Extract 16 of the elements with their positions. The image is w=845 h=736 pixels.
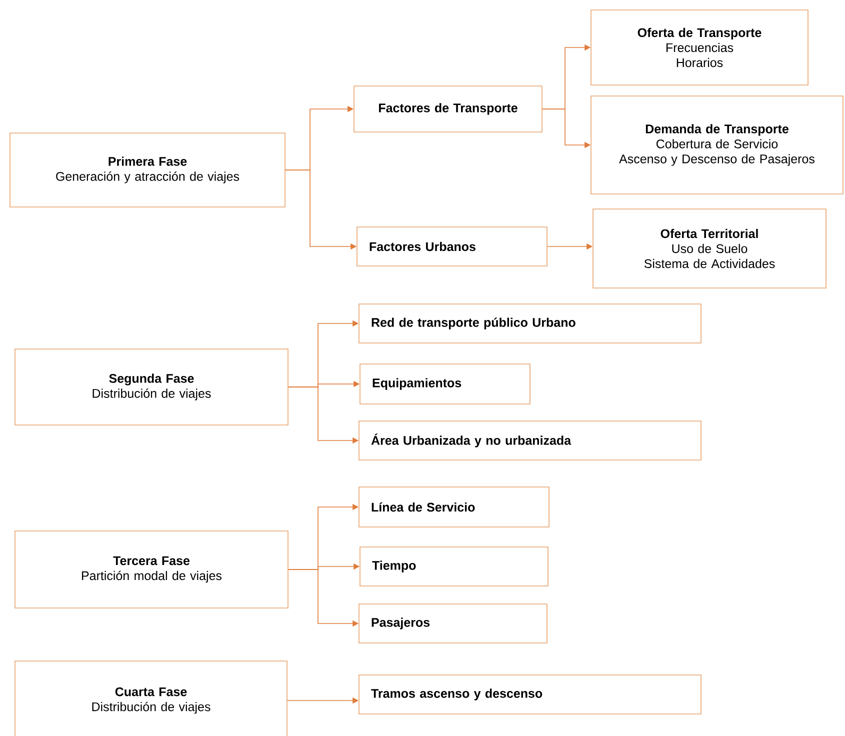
process-box: Área Urbanizada y no urbanizada bbox=[358, 420, 702, 460]
process-box: Tiempo bbox=[360, 546, 548, 586]
process-box: Factores Urbanos bbox=[356, 226, 548, 266]
process-box: Tramos ascenso y descenso bbox=[358, 674, 702, 714]
process-box: Red de transporte público Urbano bbox=[358, 304, 702, 344]
process-box: Demanda de Transporte Cobertura de Servicio Ascenso y Descenso de Pasajeros bbox=[590, 96, 844, 194]
process-box: Primera Fase Generación y atracción de viajes bbox=[10, 132, 286, 208]
process-box: Línea de Servicio bbox=[358, 486, 550, 528]
process-box: Segunda Fase Distribución de viajes bbox=[14, 348, 288, 426]
process-box: Oferta de Transporte Frecuencias Horarios bbox=[590, 10, 808, 86]
process-box: Tercera Fase Partición modal de viajes bbox=[14, 530, 288, 608]
process-box: Pasajeros bbox=[358, 604, 548, 644]
process-box: Factores de Transporte bbox=[354, 86, 542, 132]
process-box: Equipamientos bbox=[360, 364, 530, 404]
process-box: Oferta Territorial Uso de Suelo Sistema de Actividades bbox=[592, 208, 826, 288]
process-box: Cuarta Fase Distribución de viajes bbox=[14, 660, 288, 736]
